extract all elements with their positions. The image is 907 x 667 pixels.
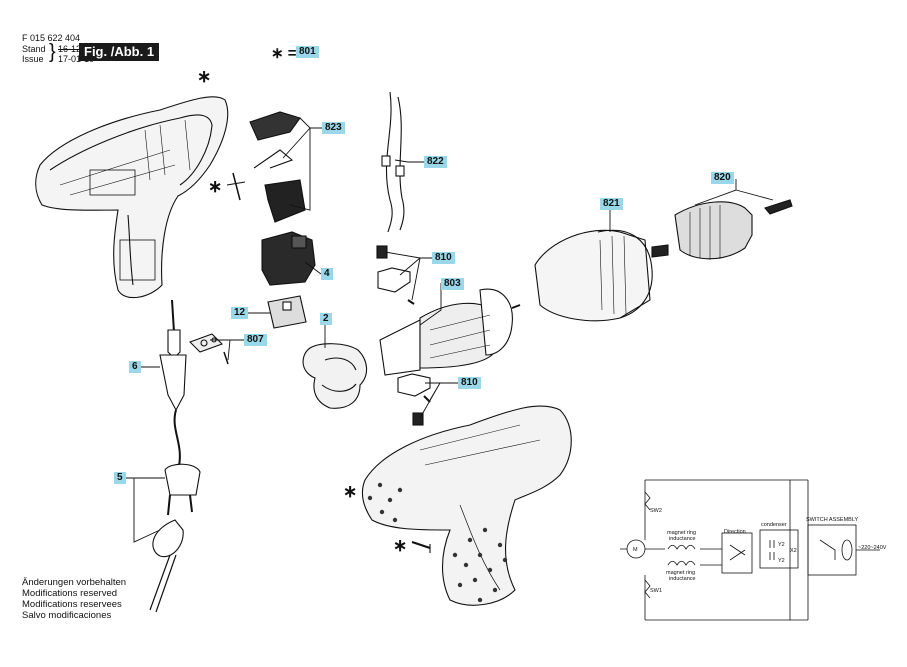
part-6-cord [159, 299, 187, 471]
label-807: 807 [244, 334, 267, 346]
issue-label: Issue [22, 54, 44, 64]
star-marker-housing: ∗ [197, 67, 212, 86]
modifications-line-fr: Modifications reservees [22, 599, 122, 610]
part-810-brush-upper [376, 245, 415, 305]
inductance-upper-label: inductance [669, 536, 696, 542]
label-821: 821 [600, 198, 623, 210]
voltage-label: ~220~240V [858, 545, 887, 551]
part-810-brush-lower [397, 373, 431, 426]
schematic-labels: SW2 SW1 magnet ring inductance Direction… [633, 508, 887, 594]
screw-housing [226, 172, 246, 201]
inductance-lower-label: inductance [669, 576, 696, 582]
part-12-block [267, 295, 307, 329]
part-2-holder [302, 343, 368, 409]
star-marker-right-housing: ∗ [343, 482, 358, 501]
part-822-wires [381, 91, 405, 233]
switch-assembly-label: SWITCH ASSEMBLY [806, 517, 858, 523]
modifications-line-de: Änderungen vorbehalten [22, 577, 127, 588]
x2-label: X2 [790, 548, 797, 554]
sw1-label: SW1 [650, 588, 662, 594]
inductor-upper-icon [667, 544, 696, 550]
magnet-ring-lower-label: magnet ring [666, 570, 695, 576]
switch-assembly-box [807, 524, 857, 576]
label-820: 820 [711, 172, 734, 184]
label-2: 2 [320, 313, 332, 325]
right-housing-half [361, 405, 572, 606]
part-5-plug [149, 463, 201, 613]
inductor-lower-icon [667, 560, 696, 566]
circuit-schematic [620, 479, 880, 621]
figure-label: Fig. /Abb. 1 [79, 43, 160, 61]
star-marker-screw-lower: ∗ [393, 536, 408, 555]
sw2-label: SW2 [650, 508, 662, 514]
stand-label: Stand [22, 44, 46, 54]
left-housing-half [35, 96, 229, 299]
label-803: 803 [441, 278, 464, 290]
screw-lower [411, 541, 431, 553]
modifications-note: Änderungen vorbehalten Modifications res… [22, 577, 126, 621]
leader-lines [121, 117, 774, 543]
part-820-chuck [674, 199, 793, 260]
part-823-group [249, 111, 306, 223]
label-5: 5 [114, 472, 126, 484]
issue-value: 17-01-10 [58, 54, 95, 64]
part-807-clip [189, 333, 229, 365]
condenser-label: condenser [761, 522, 787, 528]
part-803-armature [379, 288, 521, 376]
label-4: 4 [321, 268, 333, 280]
star-value-label: 801 [296, 46, 319, 58]
star-marker-screw: ∗ [208, 177, 223, 196]
modifications-line-en: Modifications reserved [22, 588, 118, 599]
part-4-switch [261, 231, 316, 286]
motor-label: M [633, 547, 638, 553]
direction-switch-box [721, 532, 753, 574]
magnet-ring-upper-label: magnet ring [667, 530, 696, 536]
stand-value: 16-12 [58, 44, 82, 54]
label-823: 823 [322, 122, 345, 134]
y2-lower-label: Y2 [778, 558, 785, 564]
label-810-lower: 810 [458, 377, 481, 389]
label-12: 12 [231, 307, 249, 319]
modifications-line-es: Salvo modificaciones [22, 610, 112, 621]
brace-icon: } [49, 41, 56, 63]
label-822: 822 [424, 156, 447, 168]
label-6: 6 [129, 361, 141, 373]
y2-upper-label: Y2 [778, 542, 785, 548]
doc-number: F 015 622 404 [22, 33, 81, 43]
part-821-gearbox [534, 229, 669, 322]
label-810-upper: 810 [432, 252, 455, 264]
star-note: ∗ = [271, 45, 297, 62]
condenser-box [759, 529, 799, 569]
direction-label: Direction [724, 529, 746, 535]
